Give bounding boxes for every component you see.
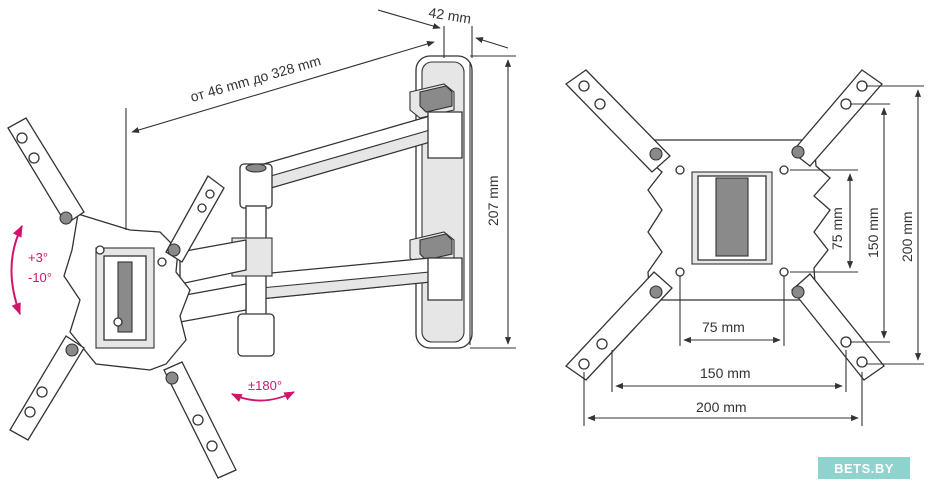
vesa-200-h-label: 200 mm <box>696 399 747 415</box>
tilt-indicator: +3° -10° <box>10 224 52 316</box>
swivel-indicator: ±180° <box>231 378 295 403</box>
wall-height-dimension: 207 mm <box>470 55 516 349</box>
tilt-up-label: +3° <box>28 250 48 265</box>
upper-arm <box>249 111 463 301</box>
bracket-arm-bottom-left <box>9 335 85 441</box>
vesa-plate <box>647 139 831 301</box>
vesa-150-h-label: 150 mm <box>700 365 751 381</box>
wall-height-label: 207 mm <box>485 175 501 226</box>
vesa-150-v-label: 150 mm <box>865 207 881 258</box>
watermark-logo: BETS.BY <box>818 457 910 479</box>
tilt-down-label: -10° <box>28 270 52 285</box>
vesa-75-h-label: 75 mm <box>702 319 745 335</box>
vesa-arm-bottom-left <box>565 271 673 381</box>
vesa-150-vertical: 150 mm <box>850 103 890 343</box>
lower-arm <box>179 239 247 323</box>
vesa-200-vertical: 200 mm <box>866 85 924 365</box>
bracket-arm-top-right <box>165 175 225 263</box>
vesa-arm-bottom-right <box>791 273 885 381</box>
bracket-arm-bottom-right <box>163 361 237 479</box>
vesa-75-vertical: 75 mm <box>790 169 858 273</box>
vesa-75-v-label: 75 mm <box>829 207 845 250</box>
depth-dimension: 42 mm <box>377 4 509 58</box>
swivel-label: ±180° <box>248 378 282 393</box>
bracket-arm-top-left <box>7 117 85 225</box>
extension-range-label: от 46 mm до 328 mm <box>188 52 322 105</box>
vesa-75-horizontal: 75 mm <box>679 276 785 346</box>
vesa-150-horizontal: 150 mm <box>611 350 847 392</box>
vesa-arm-top-right <box>791 69 883 167</box>
vesa-200-horizontal: 200 mm <box>583 372 863 426</box>
tv-bracket-left <box>63 213 191 371</box>
vesa-200-v-label: 200 mm <box>899 211 915 262</box>
depth-label: 42 mm <box>428 4 473 26</box>
vesa-arm-top-left <box>564 69 671 173</box>
